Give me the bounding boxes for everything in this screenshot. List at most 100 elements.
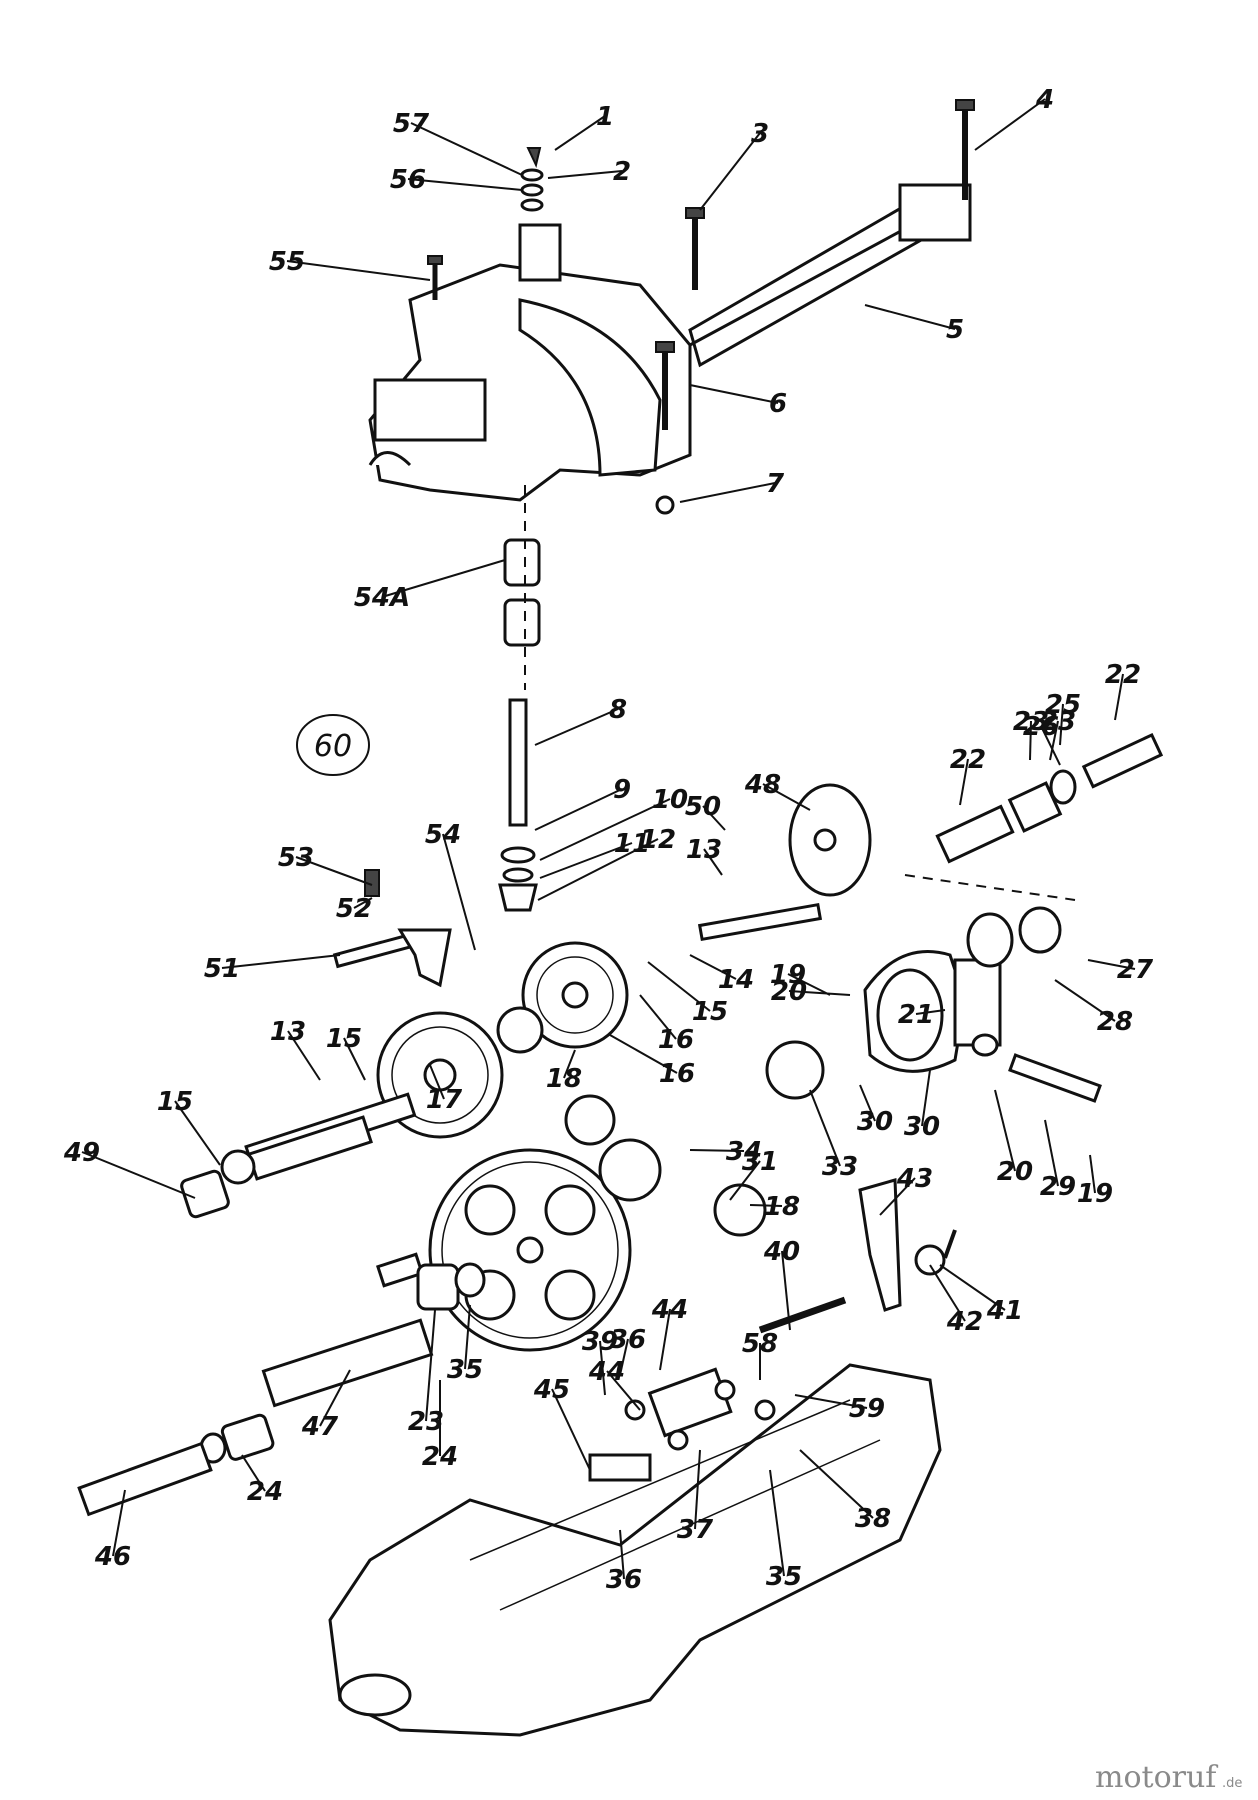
leader-line xyxy=(915,1009,946,1015)
leader-line xyxy=(659,1308,671,1371)
leader-line xyxy=(410,122,523,176)
part-number-label: 8 xyxy=(609,695,627,725)
part-number-label: 51 xyxy=(204,954,240,984)
leader-line xyxy=(639,994,677,1040)
leader-line xyxy=(1029,720,1032,761)
leader-line xyxy=(647,961,711,1012)
lower-housing-icon xyxy=(328,1363,942,1737)
part-number-label: 35 xyxy=(447,1355,483,1385)
leader-line xyxy=(425,1309,436,1422)
part-number-label: 7 xyxy=(766,469,785,499)
part-number-label: 19 xyxy=(1077,1179,1113,1209)
leader-line xyxy=(749,1204,783,1207)
leader-line xyxy=(1040,725,1061,766)
leader-line xyxy=(537,838,659,901)
leader-line xyxy=(694,1449,701,1530)
part-number-label: 57 xyxy=(393,109,430,139)
leader-line xyxy=(1049,720,1059,761)
part-number-label: 34 xyxy=(726,1137,762,1167)
leader-line xyxy=(442,833,476,951)
leader-line xyxy=(551,1388,591,1471)
leader-line xyxy=(319,1369,351,1427)
part-number-label: 28 xyxy=(1097,1007,1133,1037)
leader-line xyxy=(787,973,831,996)
leader-line xyxy=(689,1149,745,1152)
leader-line xyxy=(959,758,969,806)
part-number-label: 14 xyxy=(718,965,754,995)
part-number-label: 9 xyxy=(613,775,631,805)
leader-line xyxy=(287,1030,321,1081)
leader-line xyxy=(769,1469,785,1577)
leader-line xyxy=(809,1089,841,1167)
part-number-label: 29 xyxy=(1040,1172,1076,1202)
part-number-label: 22 xyxy=(1105,660,1141,690)
part-number-label: 15 xyxy=(326,1024,362,1054)
nut-icon xyxy=(914,1244,946,1276)
axle-segment-icon xyxy=(935,732,1164,864)
part-number-label: 31 xyxy=(742,1147,778,1177)
leader-line xyxy=(781,1250,791,1331)
spacer-icon xyxy=(503,538,541,647)
part-number-label: 2 xyxy=(613,157,631,187)
leader-line xyxy=(619,1529,625,1580)
input-shaft-icon xyxy=(180,1115,373,1219)
leader-line xyxy=(974,98,1046,151)
bolt-icon xyxy=(685,207,705,290)
part-number-label: 18 xyxy=(546,1064,582,1094)
leader-line xyxy=(1054,979,1116,1022)
part-number-label: 54A xyxy=(354,583,410,613)
axle-housing-upper xyxy=(368,183,972,502)
leader-lines xyxy=(81,98,1136,1580)
leader-line xyxy=(241,1454,266,1492)
bolt-icon xyxy=(427,255,443,300)
leader-line xyxy=(703,848,723,876)
part-number-label: 52 xyxy=(336,894,372,924)
part-number-label: 30 xyxy=(904,1112,940,1142)
nut-icon xyxy=(624,1379,776,1451)
leader-line xyxy=(563,1049,576,1079)
leader-line xyxy=(286,260,431,281)
leader-line xyxy=(1087,959,1136,970)
leader-line xyxy=(929,1264,966,1322)
part-number-label: 13 xyxy=(270,1017,306,1047)
part-number-label: 46 xyxy=(94,1542,131,1572)
leader-line xyxy=(1089,1154,1096,1194)
part-number-label: 12 xyxy=(640,825,676,855)
leader-line xyxy=(174,1100,221,1166)
part-number-label: 17 xyxy=(426,1085,463,1115)
leader-line xyxy=(1059,703,1064,746)
leader-line xyxy=(554,115,606,151)
shaft-icon xyxy=(498,698,538,912)
leader-line xyxy=(864,304,956,330)
bevel-gear-icon xyxy=(521,941,629,1049)
part-number-label: 27 xyxy=(1117,955,1154,985)
bolt-icon xyxy=(758,1296,847,1334)
part-number-label: 36 xyxy=(606,1565,642,1595)
part-number-label: 54 xyxy=(425,820,461,850)
pinion-gear-icon xyxy=(496,1006,825,1146)
watermark-tld: .de xyxy=(1222,1776,1242,1791)
part-number-label: 44 xyxy=(651,1295,688,1325)
part-number-label: 4 xyxy=(1035,85,1054,115)
leader-line xyxy=(788,990,851,996)
part-number-label: 23 xyxy=(408,1407,444,1437)
part-number-label: 45 xyxy=(533,1375,570,1405)
part-number-label: 53 xyxy=(278,843,314,873)
part-number-label: 38 xyxy=(855,1504,891,1534)
part-number-label: 50 xyxy=(685,792,721,822)
nut-icon xyxy=(655,495,675,515)
part-number-label: 16 xyxy=(658,1025,694,1055)
part-number-label: 35 xyxy=(766,1562,802,1592)
shaft-icon xyxy=(1008,1053,1102,1103)
pinion-gear-icon xyxy=(598,1138,767,1237)
part-number-label: 58 xyxy=(742,1329,778,1359)
part-number-label: 13 xyxy=(686,835,722,865)
washer-stack xyxy=(520,147,544,212)
leader-line xyxy=(1114,673,1124,721)
bolt-icon xyxy=(655,341,675,430)
part-number-label: 40 xyxy=(763,1237,800,1267)
figure-badge-circle xyxy=(296,714,370,776)
part-number-label: 43 xyxy=(896,1164,933,1194)
part-number-label: 55 xyxy=(269,247,305,277)
